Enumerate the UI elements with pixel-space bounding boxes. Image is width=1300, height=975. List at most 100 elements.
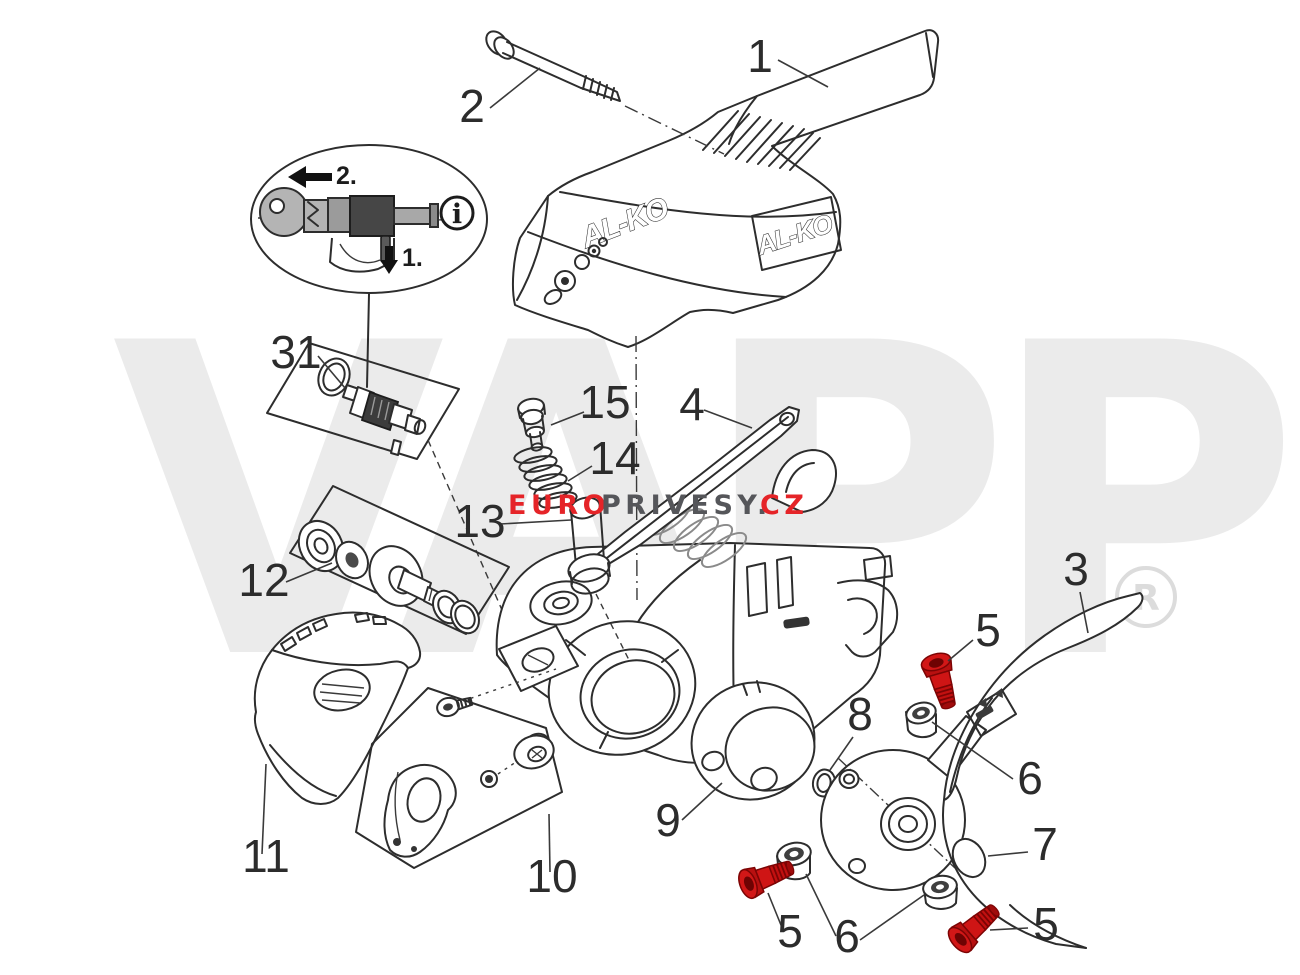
part-9-clamp-collar <box>690 680 816 801</box>
part-2-long-bolt <box>485 30 725 155</box>
body-slot-1 <box>746 562 768 617</box>
claw-hook-inner <box>785 462 815 493</box>
part-label-11: 11 <box>242 830 290 882</box>
part-label-6-bottom: 6 <box>834 910 860 962</box>
inset-pointer-line <box>366 293 370 388</box>
pin15-collar <box>520 408 544 426</box>
part-6-bushing-right <box>905 701 937 738</box>
part-5-red-screw-top <box>920 652 956 710</box>
cover-crease-top <box>559 191 837 218</box>
cover-outline <box>511 29 940 348</box>
part-label-5-top: 5 <box>975 604 1001 656</box>
part-label-8: 8 <box>847 688 873 740</box>
bushing13-bottom <box>570 567 610 595</box>
part-label-2: 2 <box>459 80 485 132</box>
pad11-notches <box>280 612 387 652</box>
kit10-disc-screw-cross <box>531 749 543 759</box>
pad11-top-edge <box>271 649 409 669</box>
step-turn-label: 2. <box>336 162 357 190</box>
lock-nut <box>922 874 958 910</box>
step-press-label: 1. <box>402 244 423 272</box>
part-15-pin-bolt <box>517 397 546 452</box>
warning-triangles-icon <box>978 688 1003 708</box>
lever3-blade <box>943 592 1144 801</box>
collar-hole-1 <box>701 750 725 772</box>
cover-logo-plate <box>751 196 842 271</box>
key-lock-inset: 2. 1. i <box>250 144 488 388</box>
step-turn-arrow <box>288 166 332 188</box>
damper-hole <box>838 769 860 789</box>
body-crease <box>635 559 701 626</box>
body-hook-bracket <box>837 579 899 658</box>
socket-ring-rim <box>579 648 681 740</box>
kit10-pad-inner-arc <box>394 771 401 841</box>
part-label-13: 13 <box>454 495 505 547</box>
left-plate-slot <box>521 647 555 673</box>
body-square-hole <box>863 555 893 581</box>
kit10-screw <box>436 696 474 718</box>
part-5-red-screw-bottom-left <box>738 860 795 900</box>
key-teeth <box>307 201 319 227</box>
kit10-pad-dot-1 <box>393 838 401 846</box>
lock-collar <box>327 197 351 233</box>
grip-ribs <box>702 110 821 171</box>
kit10-pad-hole <box>406 777 442 823</box>
part-5-red-screw-bottom-right <box>947 904 1000 954</box>
cover-crease-bottom <box>527 231 787 298</box>
cyl-tip-end <box>413 419 427 435</box>
part-label-4: 4 <box>679 378 705 430</box>
part-label-7: 7 <box>1032 818 1058 870</box>
disc-a-ring <box>306 528 336 564</box>
kit10-disc-hub <box>527 745 547 763</box>
pin15-head-side <box>517 404 546 419</box>
part-14-spring <box>513 446 578 509</box>
site-text-privesy: PRIVESY. <box>601 490 772 521</box>
collar-slot <box>742 680 761 696</box>
part-10-friction-pad-kit <box>355 687 563 869</box>
lever3-tail-outer <box>942 799 1087 949</box>
ring-d-outer <box>450 599 480 635</box>
key-head <box>259 187 309 237</box>
part-label-1: 1 <box>747 30 773 82</box>
bearing-mid <box>888 805 928 843</box>
socket-ticks <box>565 639 679 749</box>
body-hook-inner <box>847 597 878 635</box>
body-left-plate <box>498 625 579 692</box>
cover-keyhole-icon <box>543 237 608 305</box>
kit31-box <box>266 342 460 460</box>
site-watermark: EURO PRIVESY. CZ <box>508 490 808 521</box>
bearing-inner <box>898 815 918 833</box>
part-label-10: 10 <box>526 850 577 902</box>
damper-hole-inner <box>843 773 855 785</box>
collar-hole-2 <box>750 766 778 792</box>
pad11-oval-hole <box>313 668 371 712</box>
keyhole-boss-mid <box>543 590 579 616</box>
registered-mark-circle <box>1115 566 1177 628</box>
disc-b-hub <box>345 552 359 568</box>
kit10-box <box>355 687 563 869</box>
socket-opening <box>590 659 676 735</box>
key-ring-outer <box>317 357 351 397</box>
part-label-9: 9 <box>655 794 681 846</box>
info-icon <box>439 195 475 231</box>
kit10-plug-align <box>497 761 517 775</box>
sticker-text-bar <box>975 705 994 720</box>
lever3-warning-sticker <box>966 689 1017 737</box>
lever3-tail-inner <box>1009 904 1087 949</box>
lever4-edge-line <box>593 416 789 569</box>
key-hole <box>269 198 285 214</box>
keyhole-boss-slot <box>552 596 570 610</box>
pad11-hole-threads <box>319 683 365 704</box>
site-text-euro: EURO <box>508 490 610 521</box>
site-text-cz: CZ <box>760 490 808 521</box>
bolt2-thread-outline <box>580 76 621 102</box>
key-ring-inner <box>322 362 346 392</box>
part-label-6-right: 6 <box>1017 752 1043 804</box>
ring-d-inner <box>454 604 476 630</box>
cyl-pin <box>390 439 402 456</box>
kit10-align-line <box>462 668 557 702</box>
body-slot-2 <box>776 556 794 609</box>
bolt2-shaft <box>502 41 586 89</box>
